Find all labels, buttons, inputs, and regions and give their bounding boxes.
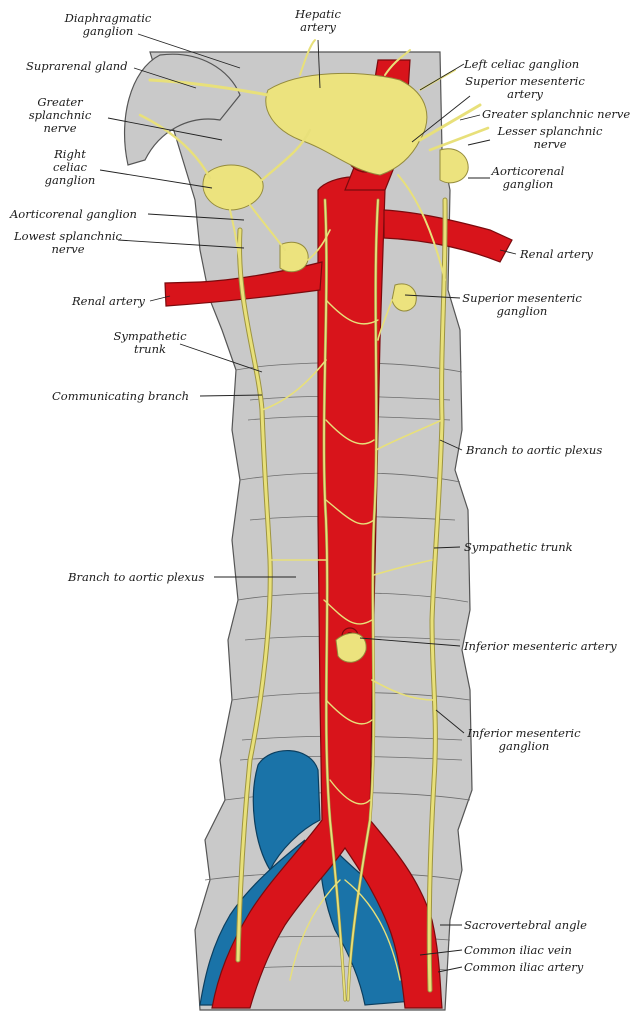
label-greater-splanchnic-nerve-left-line: Greater — [37, 95, 84, 109]
label-common-iliac-vein: Common iliac vein — [464, 943, 572, 957]
label-common-iliac-vein-line: Common iliac vein — [464, 943, 572, 957]
label-lesser-splanchnic-nerve-line: Lesser splanchnic — [497, 124, 603, 138]
label-lowest-splanchnic-nerve-line: nerve — [51, 242, 84, 256]
label-inferior-mesenteric-artery: Inferior mesenteric artery — [463, 639, 617, 653]
label-sympathetic-trunk-right: Sympathetic trunk — [464, 540, 573, 554]
label-superior-mesenteric-ganglion-line: Superior mesenteric — [462, 291, 582, 305]
label-suprarenal-gland-line: Suprarenal gland — [26, 59, 128, 73]
label-branch-to-aortic-plexus-right-line: Branch to aortic plexus — [465, 443, 602, 457]
label-left-celiac-ganglion: Left celiac ganglion — [463, 57, 579, 71]
label-aorticorenal-ganglion-right-line: ganglion — [503, 177, 554, 191]
label-inferior-mesenteric-artery-line: Inferior mesenteric artery — [463, 639, 617, 653]
label-greater-splanchnic-nerve-left-line: splanchnic — [29, 108, 92, 122]
label-communicating-branch: Communicating branch — [52, 389, 189, 403]
autonomic-nerve-plexus — [138, 39, 490, 1002]
label-sacrovertebral-angle: Sacrovertebral angle — [464, 918, 587, 932]
label-branch-to-aortic-plexus-right: Branch to aortic plexus — [465, 443, 602, 457]
label-renal-artery-right: Renal artery — [71, 294, 145, 308]
label-diaphragmatic-ganglion-line: Diaphragmatic — [64, 11, 152, 25]
label-suprarenal-gland: Suprarenal gland — [26, 59, 128, 73]
label-right-celiac-ganglion-line: ganglion — [45, 173, 96, 187]
label-inferior-mesenteric-ganglion-line: Inferior mesenteric — [466, 726, 581, 740]
label-superior-mesenteric-ganglion-line: ganglion — [497, 304, 548, 318]
label-common-iliac-artery: Common iliac artery — [464, 960, 584, 974]
label-left-celiac-ganglion-line: Left celiac ganglion — [463, 57, 579, 71]
label-superior-mesenteric-artery-line: Superior mesenteric — [465, 74, 585, 88]
label-common-iliac-artery-line: Common iliac artery — [464, 960, 584, 974]
label-branch-to-aortic-plexus-left: Branch to aortic plexus — [67, 570, 204, 584]
label-aorticorenal-ganglion-left: Aorticorenal ganglion — [9, 207, 137, 221]
label-sympathetic-trunk-left-line: trunk — [134, 342, 166, 356]
label-sympathetic-trunk-right-line: Sympathetic trunk — [464, 540, 573, 554]
label-sympathetic-trunk-left-line: Sympathetic — [113, 329, 187, 343]
label-renal-artery-right-line: Renal artery — [71, 294, 145, 308]
label-greater-splanchnic-nerve-right-line: Greater splanchnic nerve — [482, 107, 630, 121]
label-right-celiac-ganglion-line: Right — [53, 147, 86, 161]
label-branch-to-aortic-plexus-left-line: Branch to aortic plexus — [67, 570, 204, 584]
label-lesser-splanchnic-nerve-line: nerve — [533, 137, 566, 151]
label-right-celiac-ganglion-line: celiac — [53, 160, 87, 174]
label-hepatic-artery-line: artery — [300, 20, 336, 34]
label-lowest-splanchnic-nerve-line: Lowest splanchnic — [13, 229, 123, 243]
label-aorticorenal-ganglion-left-line: Aorticorenal ganglion — [9, 207, 137, 221]
label-renal-artery-left: Renal artery — [519, 247, 593, 261]
label-communicating-branch-line: Communicating branch — [52, 389, 189, 403]
label-aorticorenal-ganglion-right-line: Aorticorenal — [491, 164, 565, 178]
label-renal-artery-left-line: Renal artery — [519, 247, 593, 261]
label-sacrovertebral-angle-line: Sacrovertebral angle — [464, 918, 587, 932]
label-greater-splanchnic-nerve-right: Greater splanchnic nerve — [482, 107, 630, 121]
label-inferior-mesenteric-ganglion-line: ganglion — [499, 739, 550, 753]
leader-lines — [99, 33, 517, 973]
label-greater-splanchnic-nerve-left-line: nerve — [43, 121, 76, 135]
label-hepatic-artery-line: Hepatic — [294, 7, 341, 21]
label-superior-mesenteric-artery-line: artery — [507, 87, 543, 101]
label-diaphragmatic-ganglion-line: ganglion — [83, 24, 134, 38]
